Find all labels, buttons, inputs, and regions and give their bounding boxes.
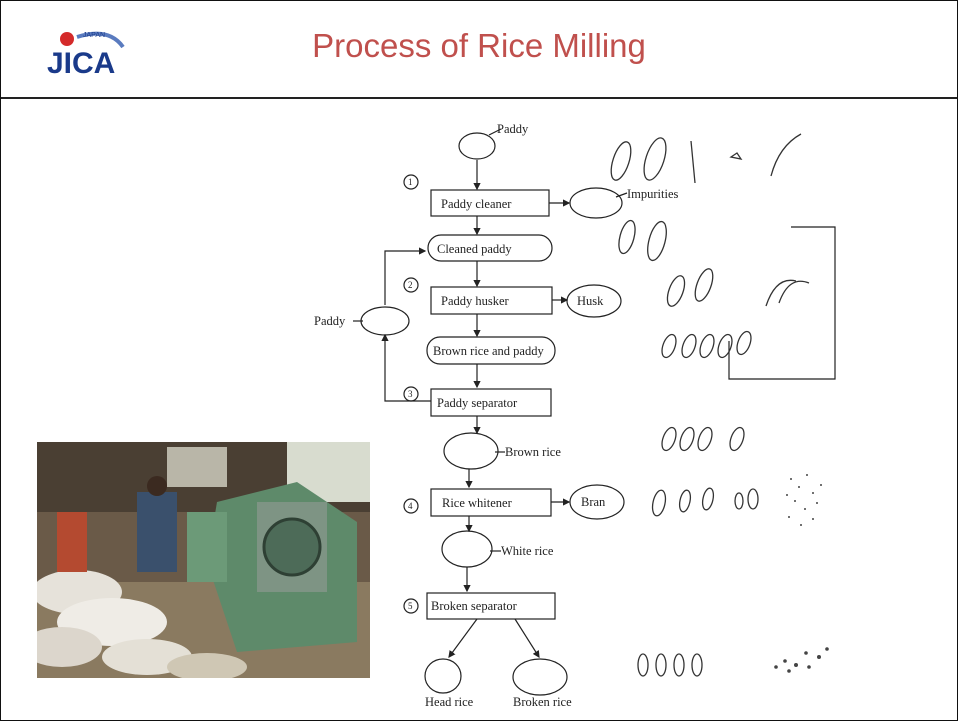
step-number-5: 5: [408, 601, 413, 611]
label-husk: Husk: [577, 294, 604, 308]
label-broken-rice: Broken rice: [513, 695, 572, 709]
label-paddy-cleaner: Paddy cleaner: [441, 197, 512, 211]
rice-mill-photo: [37, 442, 370, 678]
page-title: Process of Rice Milling: [312, 27, 646, 64]
label-paddy-return: Paddy: [314, 314, 346, 328]
label-paddy-input: Paddy: [497, 122, 529, 136]
label-head-rice: Head rice: [425, 695, 474, 709]
step-number-3: 3: [408, 389, 413, 399]
label-cleaned-paddy: Cleaned paddy: [437, 242, 512, 256]
bran-dots: [774, 474, 829, 673]
svg-text:JICA: JICA: [47, 47, 115, 80]
label-broken-separator: Broken separator: [431, 599, 518, 613]
svg-text:JAPAN: JAPAN: [83, 32, 105, 39]
header: JAPAN JICA Process of Rice Milling: [1, 1, 957, 99]
label-white-rice: White rice: [501, 544, 554, 558]
label-impurities: Impurities: [627, 187, 679, 201]
label-rice-whitener: Rice whitener: [442, 496, 513, 510]
step-number-1: 1: [408, 177, 413, 187]
step-number-4: 4: [408, 501, 413, 511]
label-brown-rice: Brown rice: [505, 445, 561, 459]
label-brown-rice-and-paddy: Brown rice and paddy: [433, 344, 544, 358]
jica-logo: JAPAN JICA: [47, 31, 125, 80]
label-paddy-separator: Paddy separator: [437, 396, 518, 410]
grain-sketches: [610, 133, 810, 677]
label-paddy-husker: Paddy husker: [441, 294, 510, 308]
label-bran: Bran: [581, 495, 606, 509]
step-number-2: 2: [408, 280, 413, 290]
